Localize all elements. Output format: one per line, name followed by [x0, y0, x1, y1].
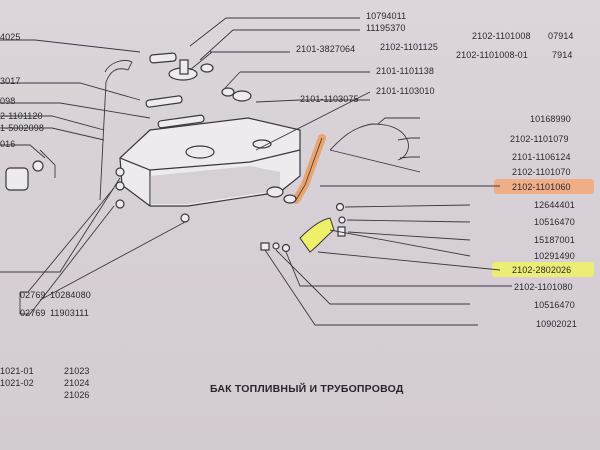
label-2102-1101060: 2102-1101060 [512, 182, 571, 192]
label-10291490: 10291490 [534, 251, 575, 261]
label-2102-1101008: 2102-1101008 [472, 31, 531, 41]
label-11195370: 11195370 [366, 23, 406, 33]
label-2102-2802026: 2102-2802026 [512, 265, 571, 275]
model-21023: 21023 [64, 366, 90, 376]
label-3017: 3017 [0, 76, 20, 86]
model-21026: 21026 [64, 390, 90, 400]
label-2101-1103010: 2101-1103010 [376, 86, 435, 96]
label-10902021: 10902021 [536, 319, 577, 329]
filler-hose [266, 134, 326, 204]
label-016: 016 [0, 139, 15, 149]
leader-lines [0, 17, 512, 326]
model-1021-02: 1021-02 [0, 378, 34, 388]
label-2102-1101008-01: 2102-1101008-01 [456, 50, 528, 60]
model-21024: 21024 [64, 378, 90, 388]
label-02769-b: 02769 [20, 308, 46, 318]
diagram-title: БАК ТОПЛИВНЫЙ И ТРУБОПРОВОД [210, 382, 404, 395]
label-10516470-a: 10516470 [534, 217, 575, 227]
label-10168990: 10168990 [530, 114, 571, 124]
label-07914: 07914 [548, 31, 574, 41]
label-10794011: 10794011 [366, 11, 406, 21]
label-2101-1106124: 2101-1106124 [512, 152, 571, 162]
label-15187001: 15187001 [534, 235, 575, 245]
label-2101-1103075: 2101-1103075 [300, 94, 359, 104]
label-2102-1101079: 2102-1101079 [510, 134, 569, 144]
label-2101-3827064: 2101-3827064 [296, 44, 355, 54]
label-02769-a: 02769 [20, 290, 46, 300]
highlight-2102-1101060 [494, 179, 594, 194]
label-2102-1101125: 2102-1101125 [380, 42, 438, 52]
label-2-1101120: 2-1101120 [0, 111, 43, 121]
label-2102-1101080: 2102-1101080 [514, 282, 573, 292]
part-number-labels: 4025 10794011 11195370 2102-1101008 0791… [0, 11, 577, 400]
label-2101-1101138: 2101-1101138 [376, 66, 434, 76]
tank-strap [299, 217, 335, 253]
label-7914: 7914 [552, 50, 572, 60]
label-2102-1101070: 2102-1101070 [512, 167, 571, 177]
label-10516470-b: 10516470 [534, 300, 575, 310]
model-1021-01: 1021-01 [0, 366, 34, 376]
label-1-5002098: 1-5002098 [0, 123, 44, 133]
label-4025: 4025 [0, 32, 20, 42]
label-12644401: 12644401 [534, 200, 575, 210]
label-10284080: 10284080 [50, 290, 91, 300]
fuel-tank [119, 117, 301, 207]
highlight-2102-2802026 [492, 262, 594, 277]
label-11903111: 11903111 [50, 308, 89, 318]
label-098: 098 [0, 96, 15, 106]
